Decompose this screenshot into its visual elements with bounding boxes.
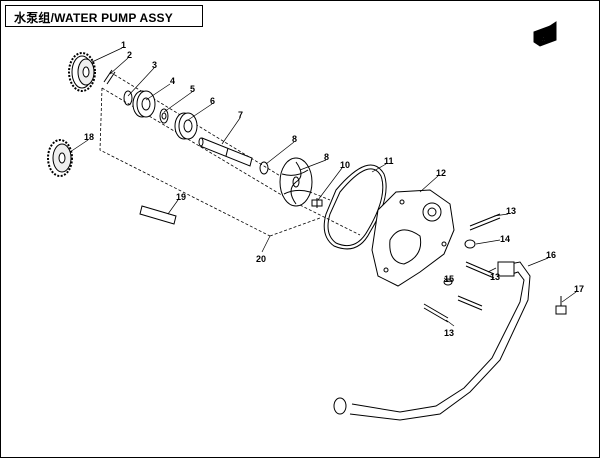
callout-label: 3: [152, 60, 157, 70]
gasket: [323, 164, 387, 250]
callout-label: 11: [384, 156, 394, 166]
callout-label: 6: [210, 96, 215, 106]
oil-seal: [174, 112, 198, 140]
shaft-washer: [259, 161, 269, 175]
callout-label: 18: [84, 132, 94, 142]
callout-label: 16: [546, 250, 556, 260]
callout-label: 13: [506, 206, 516, 216]
callout-label: 20: [256, 254, 266, 264]
front-direction-icon: FWD: [533, 21, 557, 47]
callout-label: 4: [170, 76, 175, 86]
pin: [103, 69, 116, 85]
callout-label: 7: [238, 110, 243, 120]
drain-washer: [443, 278, 453, 286]
callout-label: 19: [176, 192, 186, 202]
circlip: [123, 90, 133, 106]
o-ring: [464, 239, 476, 249]
title-box: 水泵组/WATER PUMP ASSY: [5, 5, 203, 27]
fwd-badge-label: FWD: [537, 37, 551, 43]
coolant-hose: [333, 261, 531, 421]
callout-label: 1: [121, 40, 126, 50]
pump-shaft: [198, 137, 253, 167]
impeller-bolt: [311, 198, 323, 208]
bearing: [132, 90, 156, 118]
callout-label: 5: [190, 84, 195, 94]
leader-lines: [69, 47, 577, 327]
callout-label: 8: [292, 134, 297, 144]
washer: [159, 108, 169, 124]
callout-label: 15: [444, 274, 454, 284]
drive-gear: [68, 52, 96, 92]
callout-label: 13: [444, 328, 454, 338]
idler-shaft: [139, 205, 177, 225]
callout-labels: 1 2 3 4 5 6 7 8 8 10 11 12 13 14 13 16 1…: [84, 40, 584, 338]
pump-cover: [371, 189, 455, 287]
callout-label: 14: [500, 234, 510, 244]
callout-label: 17: [574, 284, 584, 294]
callout-label: 8: [324, 152, 329, 162]
idler-gear: [47, 139, 73, 177]
callout-label: 12: [436, 168, 446, 178]
impeller: [279, 157, 313, 207]
callout-label: 13: [490, 272, 500, 282]
callout-label: 10: [340, 160, 350, 170]
callout-label: 2: [127, 50, 132, 60]
page-title: 水泵组/WATER PUMP ASSY: [14, 11, 173, 25]
hose-bolt: [555, 296, 567, 315]
